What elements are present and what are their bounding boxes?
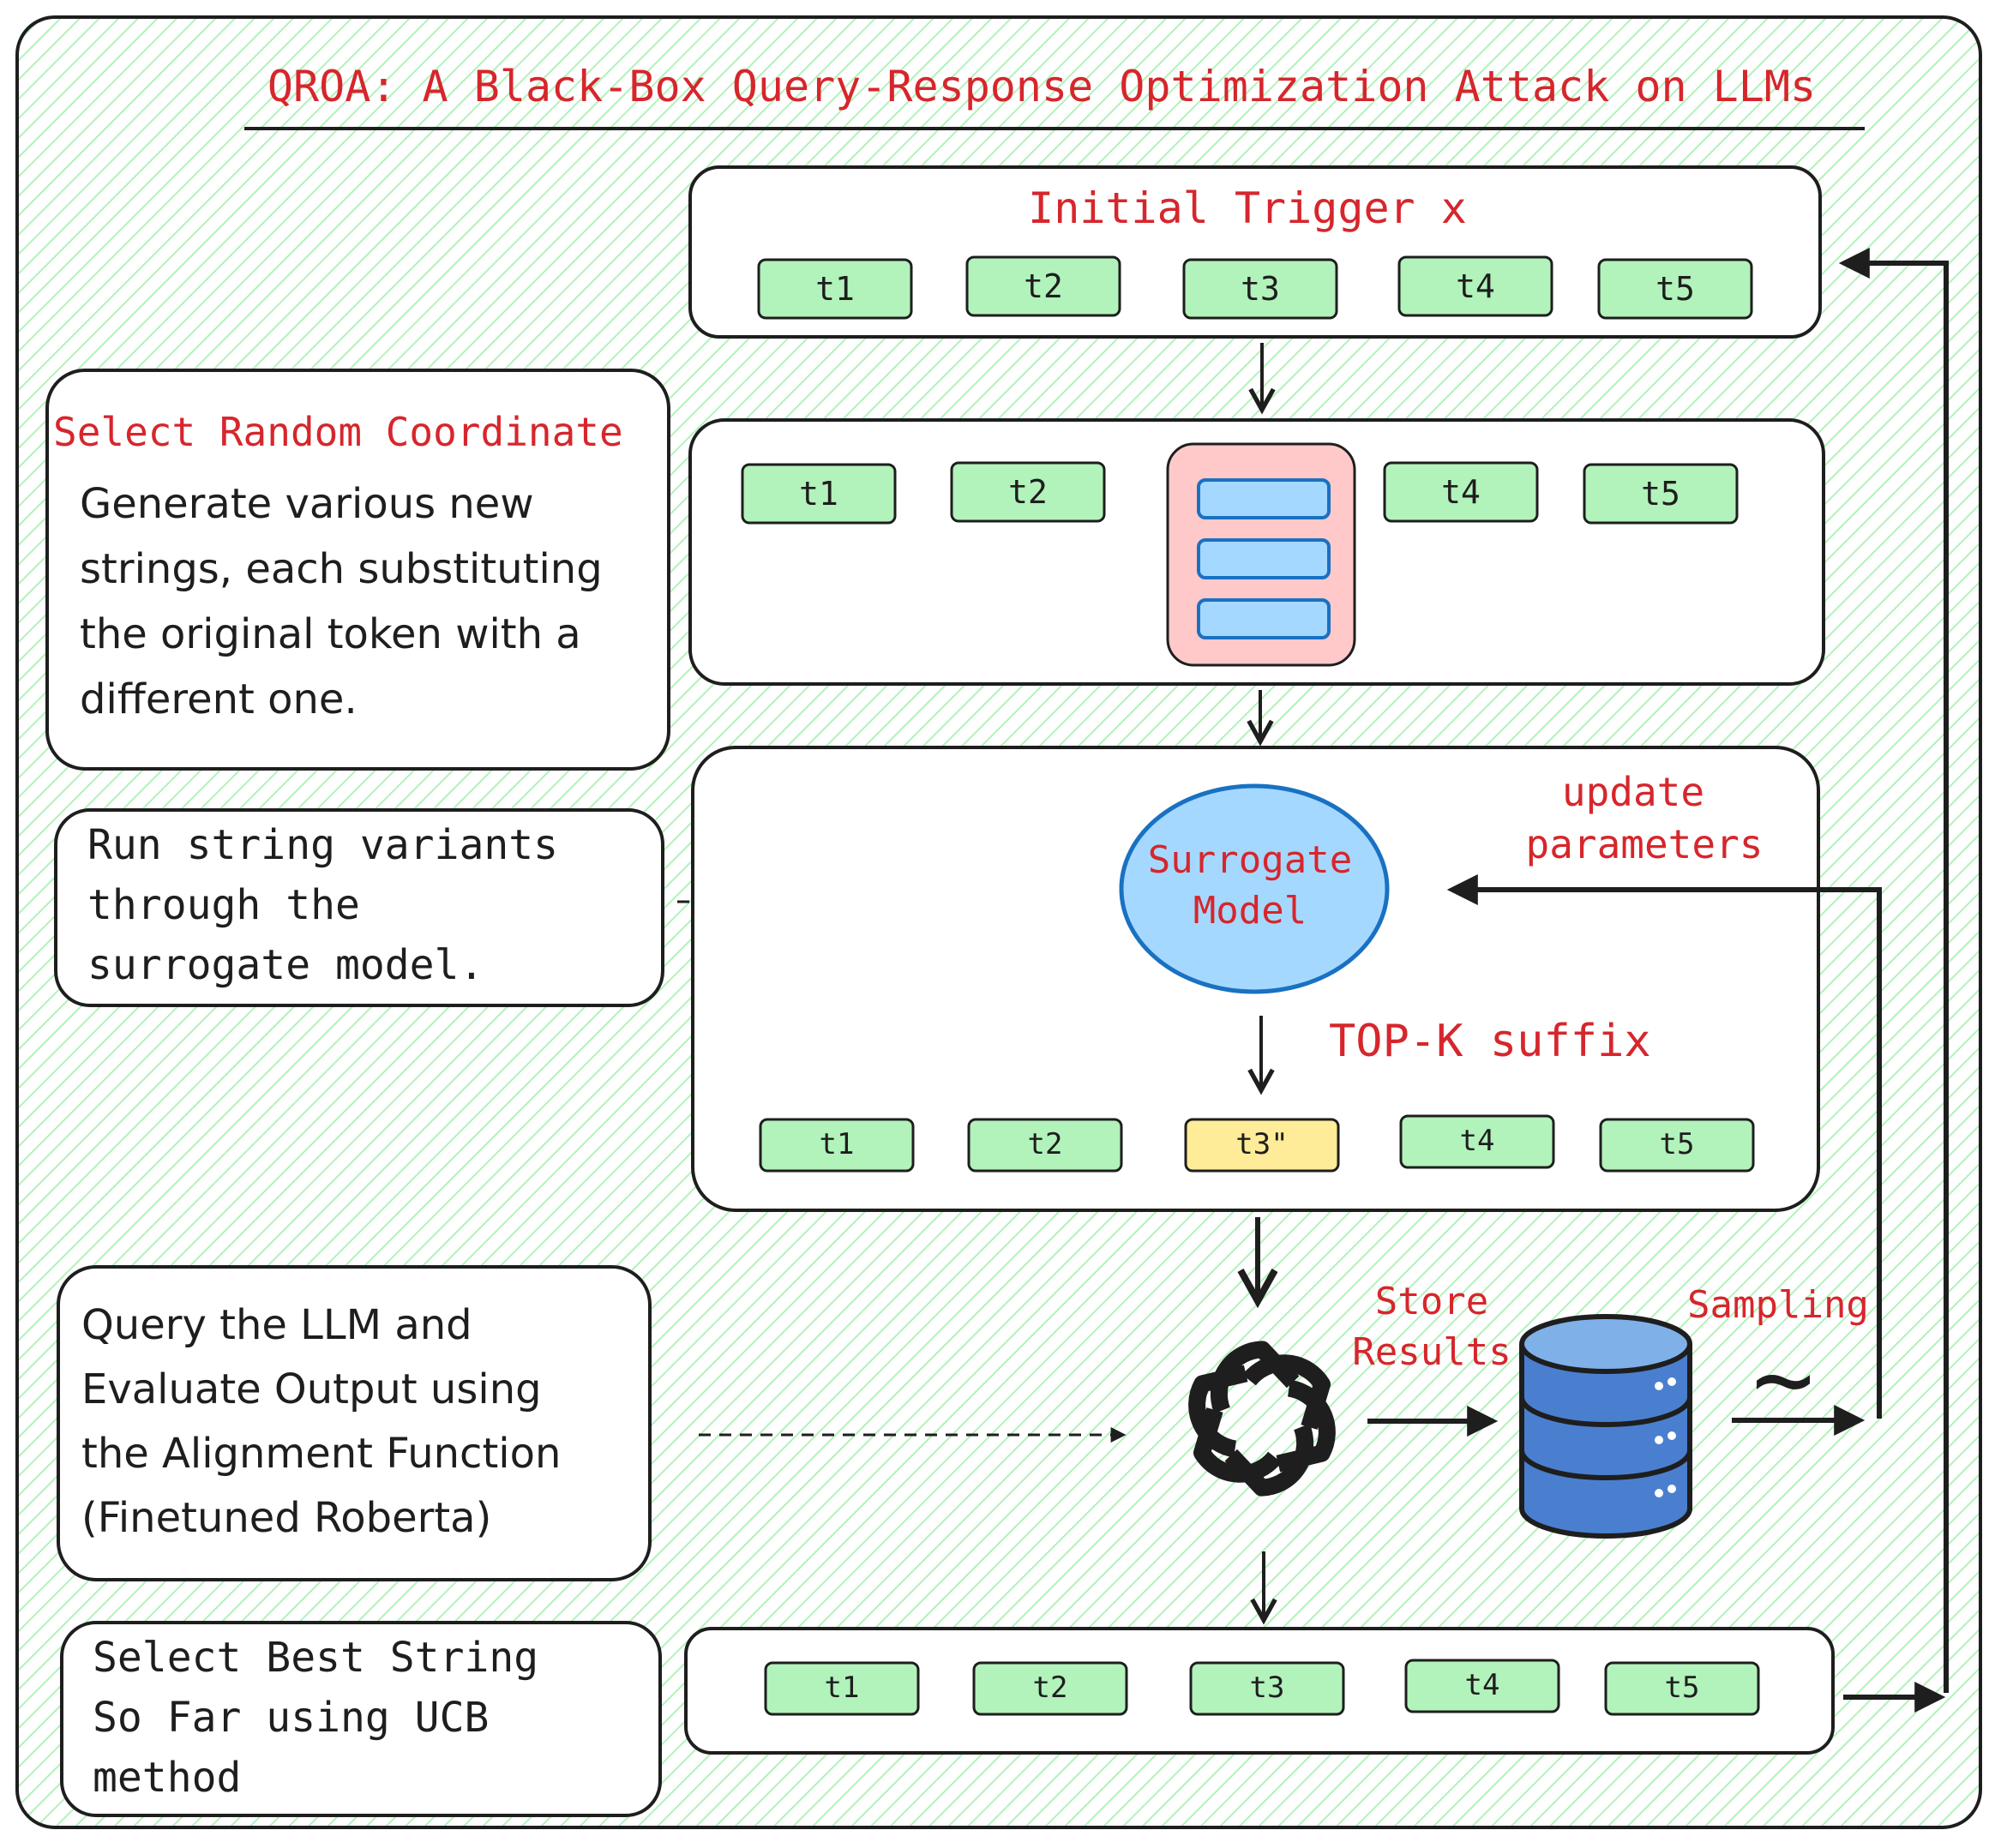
svg-text:t3": t3" [1235, 1127, 1288, 1161]
select-best-line-3: method [93, 1754, 241, 1802]
sampling-label: Sampling [1687, 1283, 1869, 1327]
select-random-line-4: different one. [80, 675, 358, 723]
initial-token-2: t2 [965, 255, 1121, 317]
select-best-note: Select Best String So Far using UCB meth… [60, 1621, 662, 1817]
database-icon [1519, 1314, 1692, 1539]
svg-text:t4: t4 [1465, 1668, 1500, 1702]
svg-text:t2: t2 [1008, 473, 1048, 511]
loop-back-rail [1838, 248, 1949, 1693]
svg-text:t1: t1 [799, 475, 838, 513]
svg-text:t2: t2 [1033, 1671, 1068, 1705]
topk-label: TOP-K suffix [1329, 1016, 1651, 1067]
topk-token-1: t1 [759, 1118, 915, 1173]
coordinate-box: t1 t2 t4 t5 [688, 418, 1825, 686]
best-token-4: t4 [1404, 1659, 1560, 1713]
candidate-slot-2 [1197, 538, 1331, 579]
surrogate-model [1119, 783, 1390, 994]
surrogate-label-2: Model [1193, 889, 1307, 933]
initial-token-4: t4 [1397, 255, 1553, 317]
svg-text:t1: t1 [815, 270, 855, 308]
run-variants-note: Run string variants through the surrogat… [54, 808, 664, 1007]
topk-token-4: t4 [1399, 1114, 1555, 1169]
query-llm-line-3: the Alignment Function [81, 1430, 561, 1478]
coordinate-token-2: t2 [950, 461, 1106, 523]
select-random-line-2: strings, each substituting [80, 545, 603, 593]
store-results-line-2: Results [1352, 1330, 1511, 1374]
topk-token-5: t5 [1599, 1118, 1755, 1173]
candidate-selector [1166, 442, 1356, 667]
select-random-line-3: the original token with a [80, 610, 581, 658]
update-parameters-line-1: update [1562, 769, 1704, 815]
svg-text:t5: t5 [1641, 475, 1680, 513]
run-variants-line-2: through the [87, 881, 360, 929]
select-best-line-2: So Far using UCB [93, 1694, 489, 1742]
feedback-update-parameters [1446, 874, 1882, 1419]
query-llm-line-1: Query the LLM and [81, 1301, 472, 1349]
candidate-slot-1 [1197, 478, 1331, 519]
page-title: QROA: A Black-Box Query-Response Optimiz… [267, 62, 1816, 111]
coordinate-token-5: t5 [1583, 463, 1739, 525]
candidate-slot-3 [1197, 598, 1331, 639]
run-variants-line-3: surrogate model. [87, 941, 484, 989]
best-token-2: t2 [972, 1661, 1128, 1716]
svg-text:t5: t5 [1665, 1671, 1700, 1705]
initial-trigger-label: Initial Trigger x [1028, 183, 1467, 233]
best-token-3: t3 [1189, 1661, 1345, 1716]
svg-text:t5: t5 [1660, 1127, 1695, 1161]
topk-token-3-substituted: t3" [1184, 1118, 1340, 1173]
topk-token-2: t2 [967, 1118, 1123, 1173]
svg-text:t2: t2 [1028, 1127, 1063, 1161]
svg-text:t4: t4 [1456, 267, 1495, 305]
initial-trigger-box: Initial Trigger x t1 t2 t3 t4 t5 [688, 165, 1822, 339]
svg-text:t4: t4 [1441, 473, 1481, 511]
svg-text:t3: t3 [1241, 270, 1280, 308]
initial-token-1: t1 [757, 258, 913, 320]
query-llm-line-4: (Finetuned Roberta) [81, 1494, 491, 1542]
select-random-line-1: Generate various new [80, 480, 534, 528]
initial-token-3: t3 [1182, 258, 1338, 320]
svg-text:t5: t5 [1655, 270, 1695, 308]
query-llm-line-2: Evaluate Output using [81, 1365, 542, 1413]
coordinate-token-1: t1 [741, 463, 897, 525]
run-variants-line-1: Run string variants [87, 821, 558, 869]
svg-text:t3: t3 [1250, 1671, 1285, 1705]
surrogate-box: Surrogate Model update parameters TOP-K … [691, 746, 1820, 1212]
select-best-line-1: Select Best String [93, 1634, 538, 1682]
surrogate-label-1: Surrogate [1148, 838, 1352, 882]
svg-text:t1: t1 [820, 1127, 855, 1161]
initial-token-5: t5 [1597, 258, 1753, 320]
svg-text:t4: t4 [1460, 1124, 1495, 1158]
select-random-heading: Select Random Coordinate [53, 409, 623, 455]
best-token-5: t5 [1604, 1661, 1760, 1716]
openai-logo-icon [1188, 1341, 1336, 1497]
svg-text:t2: t2 [1024, 267, 1063, 305]
store-results-line-1: Store [1375, 1280, 1488, 1323]
update-parameters-line-2: parameters [1526, 821, 1764, 867]
best-string-box: t1 t2 t3 t4 t5 [684, 1627, 1835, 1755]
coordinate-token-4: t4 [1383, 461, 1539, 523]
best-token-1: t1 [764, 1661, 920, 1716]
select-random-note: Select Random Coordinate Generate variou… [45, 369, 670, 771]
query-llm-note: Query the LLM and Evaluate Output using … [57, 1265, 652, 1581]
svg-text:t1: t1 [825, 1671, 860, 1705]
